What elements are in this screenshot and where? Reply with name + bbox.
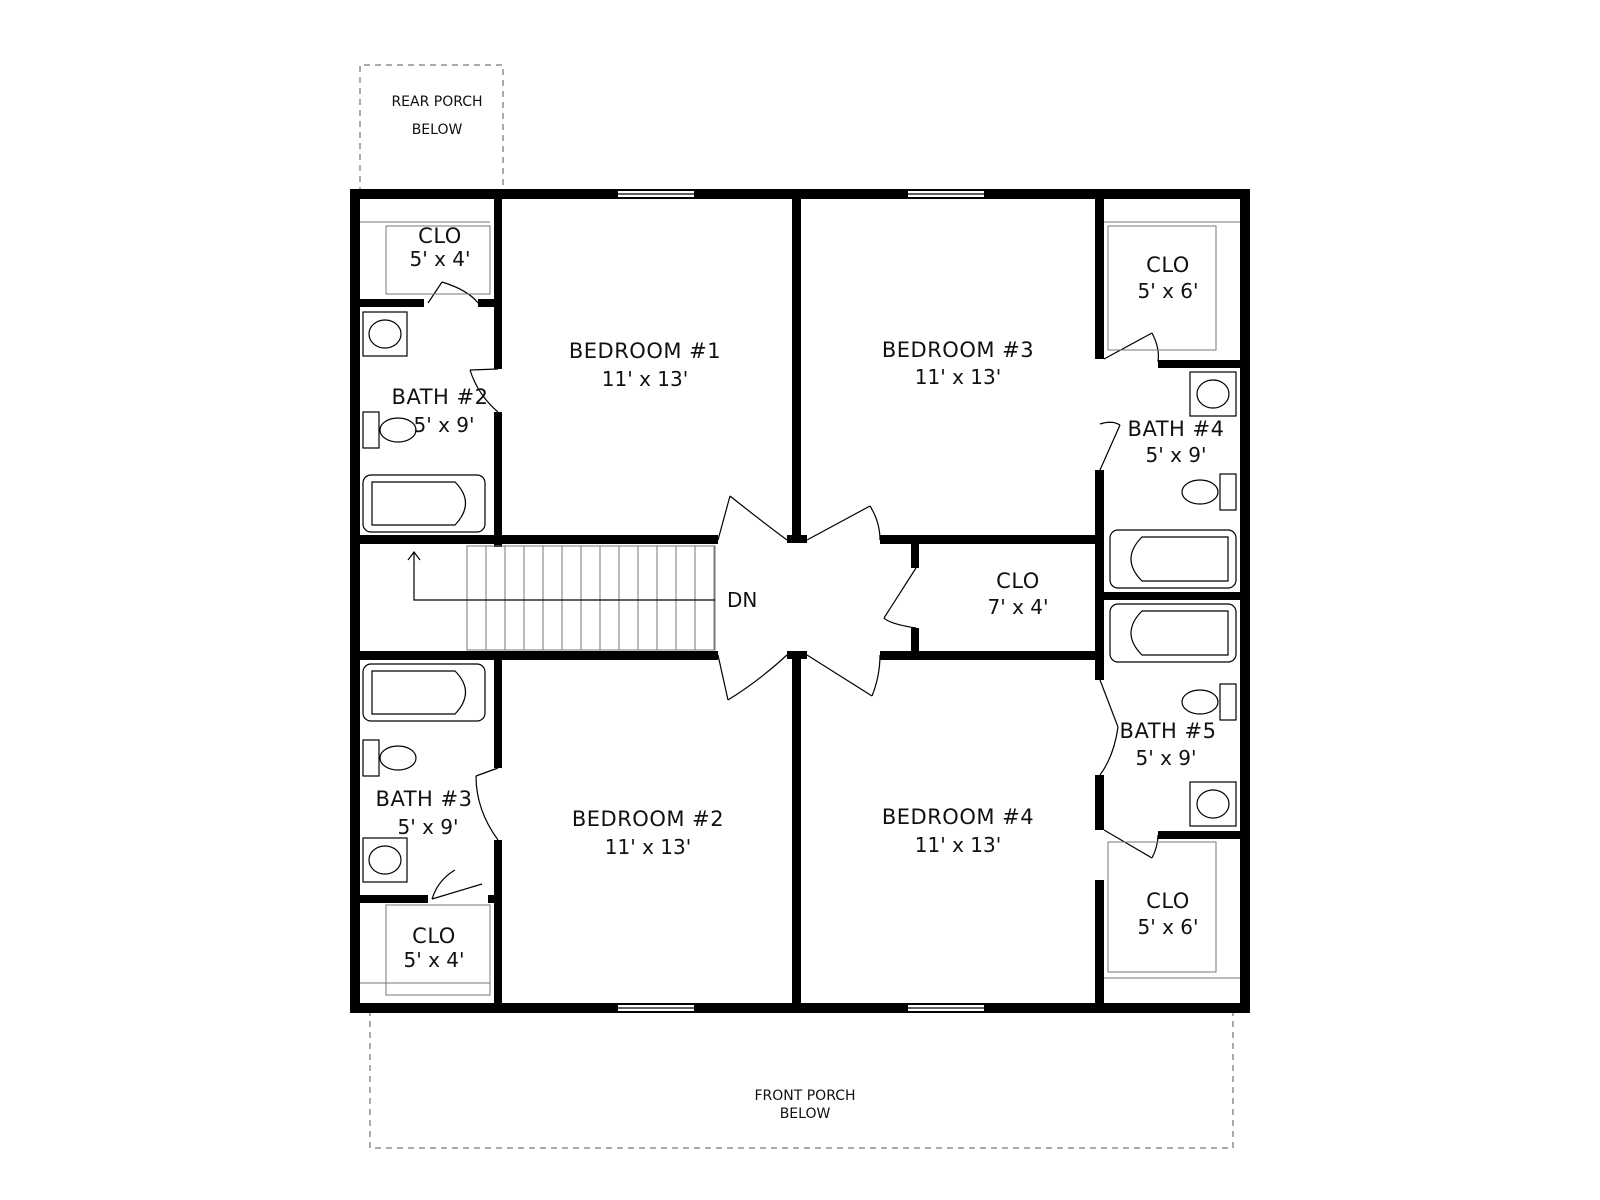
bath-3-name: BATH #3 [376, 787, 473, 811]
bath-5-dim: 5' x 9' [1136, 746, 1197, 770]
bath-2-name: BATH #2 [392, 385, 489, 409]
bedroom-2-dim: 11' x 13' [605, 835, 691, 859]
front-porch: FRONT PORCH BELOW [369, 1010, 1234, 1149]
bedroom-2-name: BEDROOM #2 [572, 807, 724, 831]
closet-top-right-dim: 5' x 6' [1138, 279, 1199, 303]
front-porch-line2: BELOW [780, 1106, 831, 1122]
doors [427, 281, 1159, 900]
bedroom-4-dim: 11' x 13' [915, 833, 1001, 857]
rear-porch: REAR PORCH BELOW [359, 64, 504, 193]
bedroom-3-name: BEDROOM #3 [882, 338, 1034, 362]
closet-bottom-left-dim: 5' x 4' [404, 948, 465, 972]
closet-hall-dim: 7' x 4' [988, 595, 1049, 619]
rear-porch-line2: BELOW [412, 122, 463, 138]
bedroom-1-name: BEDROOM #1 [569, 339, 721, 363]
bedroom-3-dim: 11' x 13' [915, 365, 1001, 389]
bath-2-dim: 5' x 9' [414, 413, 475, 437]
closet-top-left-name: CLO [418, 224, 462, 248]
rear-porch-line1: REAR PORCH [391, 94, 482, 110]
closet-top-left-dim: 5' x 4' [410, 247, 471, 271]
bath-4-name: BATH #4 [1128, 417, 1225, 441]
staircase: DN [407, 545, 757, 651]
closet-bottom-right-name: CLO [1146, 889, 1190, 913]
closet-fixtures [360, 221, 1240, 996]
front-porch-line1: FRONT PORCH [754, 1088, 855, 1104]
closet-top-right-name: CLO [1146, 253, 1190, 277]
room-labels: BEDROOM #1 11' x 13' BEDROOM #3 11' x 13… [376, 224, 1225, 972]
bedroom-1-dim: 11' x 13' [602, 367, 688, 391]
bath-fixtures [362, 311, 1237, 883]
closet-bottom-right-dim: 5' x 6' [1138, 915, 1199, 939]
bedroom-4-name: BEDROOM #4 [882, 805, 1034, 829]
closet-hall-name: CLO [996, 569, 1040, 593]
bath-4-dim: 5' x 9' [1146, 443, 1207, 467]
interior-walls [360, 199, 1240, 1003]
bath-5-name: BATH #5 [1120, 719, 1217, 743]
stair-label: DN [727, 588, 757, 612]
bath-3-dim: 5' x 9' [398, 815, 459, 839]
exterior-walls [350, 189, 1250, 1013]
closet-bottom-left-name: CLO [412, 924, 456, 948]
